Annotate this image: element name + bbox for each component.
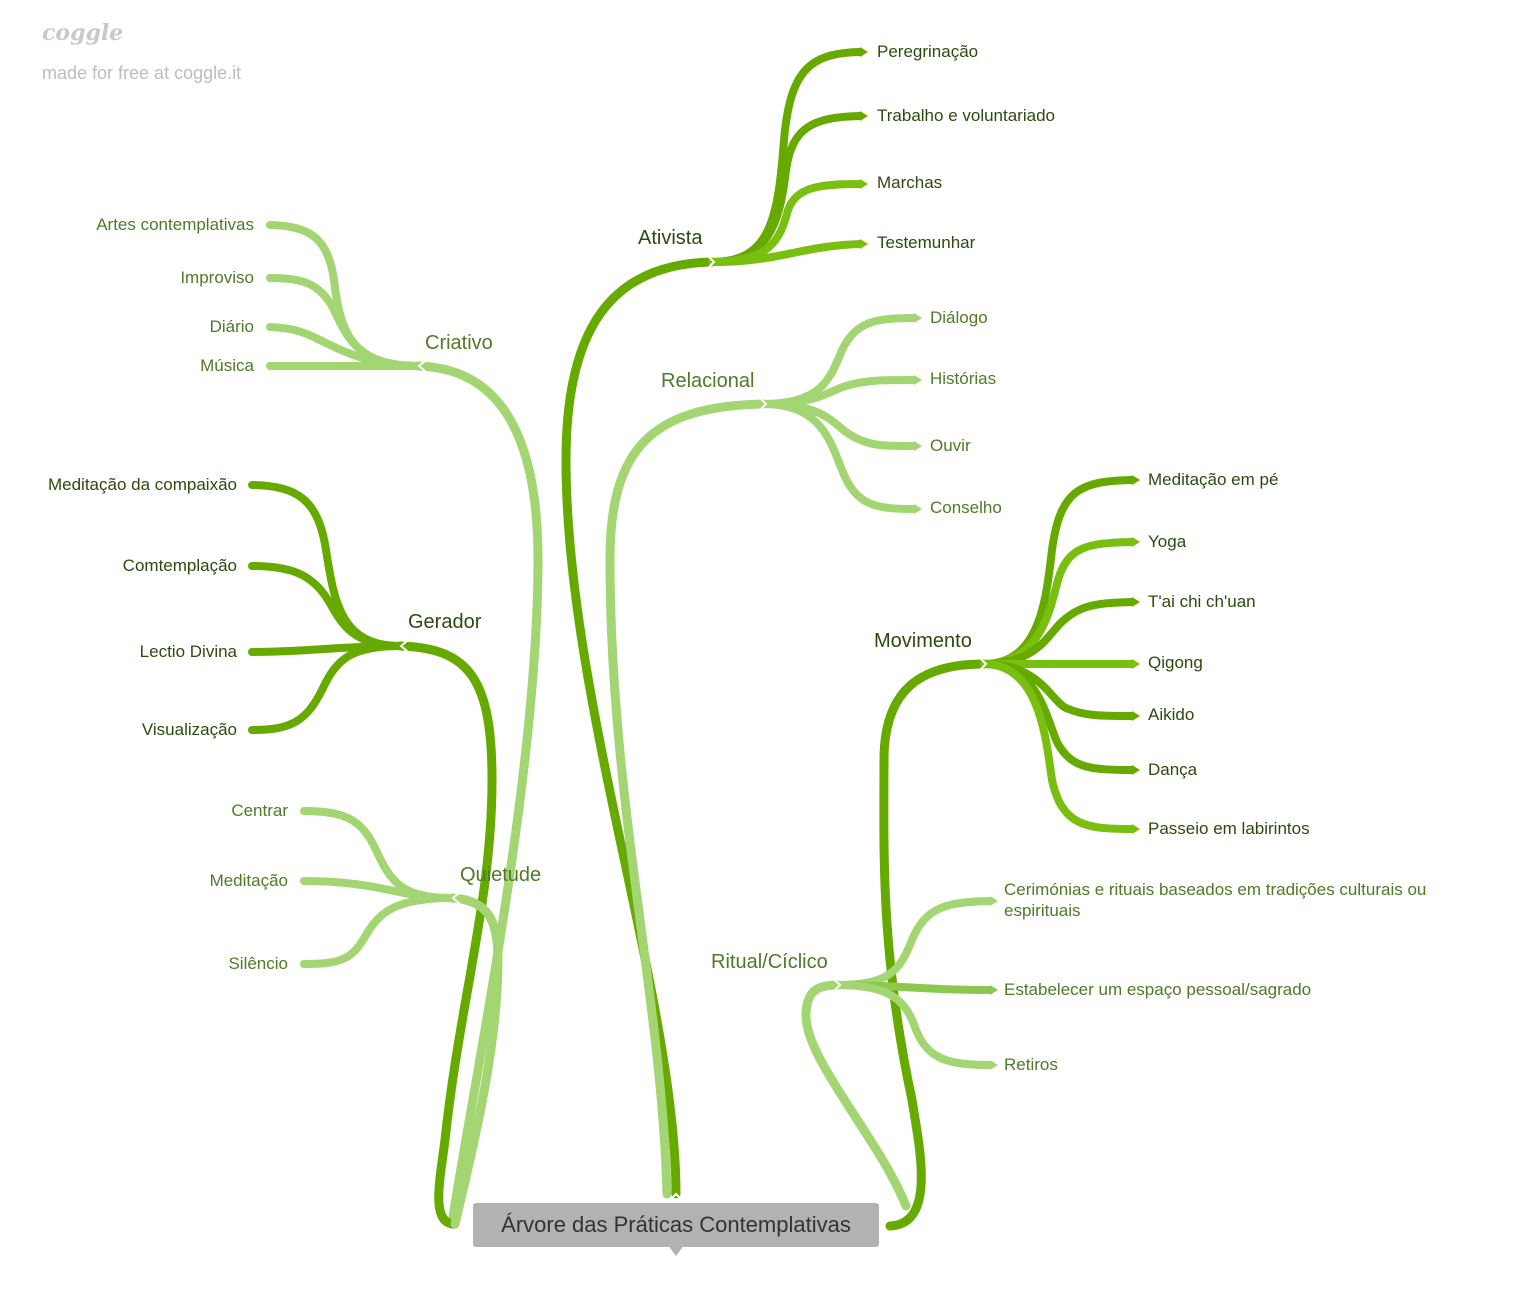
coggle-logo[interactable]: coggle [42,20,124,46]
leaf-retiros[interactable]: Retiros [1004,1055,1058,1074]
leaf-comtemplacao[interactable]: Comtemplação [122,556,237,575]
leaf-yoga[interactable]: Yoga [1148,532,1187,551]
branch-criativo[interactable]: Criativo [425,332,493,354]
root-node-pointer [667,1244,685,1256]
branch-quietude[interactable]: Quietude [460,864,542,886]
leaf-centrar[interactable]: Centrar [231,801,288,820]
branch-ativista[interactable]: Ativista [638,227,703,249]
branch-movimento[interactable]: Movimento [874,630,972,652]
leaf-meditacao[interactable]: Meditação [209,871,288,890]
leaf-musica[interactable]: Música [200,356,254,375]
branch-gerador[interactable]: Gerador [408,611,482,633]
leaf-peregrinacao[interactable]: Peregrinação [877,42,979,61]
root-node[interactable]: Árvore das Práticas Contemplativas [473,1203,879,1247]
leaf-improviso[interactable]: Improviso [180,268,254,287]
branch-ritual-ciclico[interactable]: Ritual/Cíclico [711,951,828,973]
branch-relacional[interactable]: Relacional [661,370,755,392]
connector-root-movimento [879,659,989,1231]
connector-root-quietude [447,893,503,1229]
leaf-silencio[interactable]: Silêncio [228,954,288,973]
leaf-aikido[interactable]: Aikido [1148,705,1195,724]
leaf-marchas[interactable]: Marchas [877,173,943,192]
leaf-cerimonias-e-rituais[interactable]: Cerimónias e rituais baseados em tradiçõ… [1004,880,1427,920]
leaf-diario[interactable]: Diário [209,317,254,336]
connector-root-relacional [605,399,769,1199]
leaf-historias[interactable]: Histórias [930,369,997,388]
leaf-meditacao-da-compaixao[interactable]: Meditação da compaixão [47,475,237,494]
leaf-arrowheads [860,47,1140,1070]
leaf-espaco-pessoal-sagrado[interactable]: Estabelecer um espaço pessoal/sagrado [1004,980,1312,999]
connector-root-ativista [561,257,717,1199]
leaf-passeio-em-labirintos[interactable]: Passeio em labirintos [1148,819,1310,838]
connector-root-ritual [801,980,911,1211]
leaf-lectio-divina[interactable]: Lectio Divina [139,642,237,661]
leaf-qigong[interactable]: Qigong [1148,653,1203,672]
leaf-conselho[interactable]: Conselho [930,498,1002,517]
connector-root-gerador [395,641,497,1229]
leaf-trabalho-e-voluntariado[interactable]: Trabalho e voluntariado [877,106,1055,125]
brand-tagline[interactable]: made for free at coggle.it [42,63,242,83]
leaf-testemunhar[interactable]: Testemunhar [877,233,976,252]
leaf-meditacao-em-pe[interactable]: Meditação em pé [1148,470,1279,489]
connector-root-criativo [413,361,543,1229]
leaf-ouvir[interactable]: Ouvir [930,436,971,455]
leaf-visualizacao[interactable]: Visualização [141,720,237,739]
leaf-tai-chi-chuan[interactable]: T'ai chi ch'uan [1148,592,1256,611]
leaf-danca[interactable]: Dança [1148,760,1198,779]
leaf-artes-contemplativas[interactable]: Artes contemplativas [96,215,254,234]
leaf-dialogo[interactable]: Diálogo [930,308,988,327]
